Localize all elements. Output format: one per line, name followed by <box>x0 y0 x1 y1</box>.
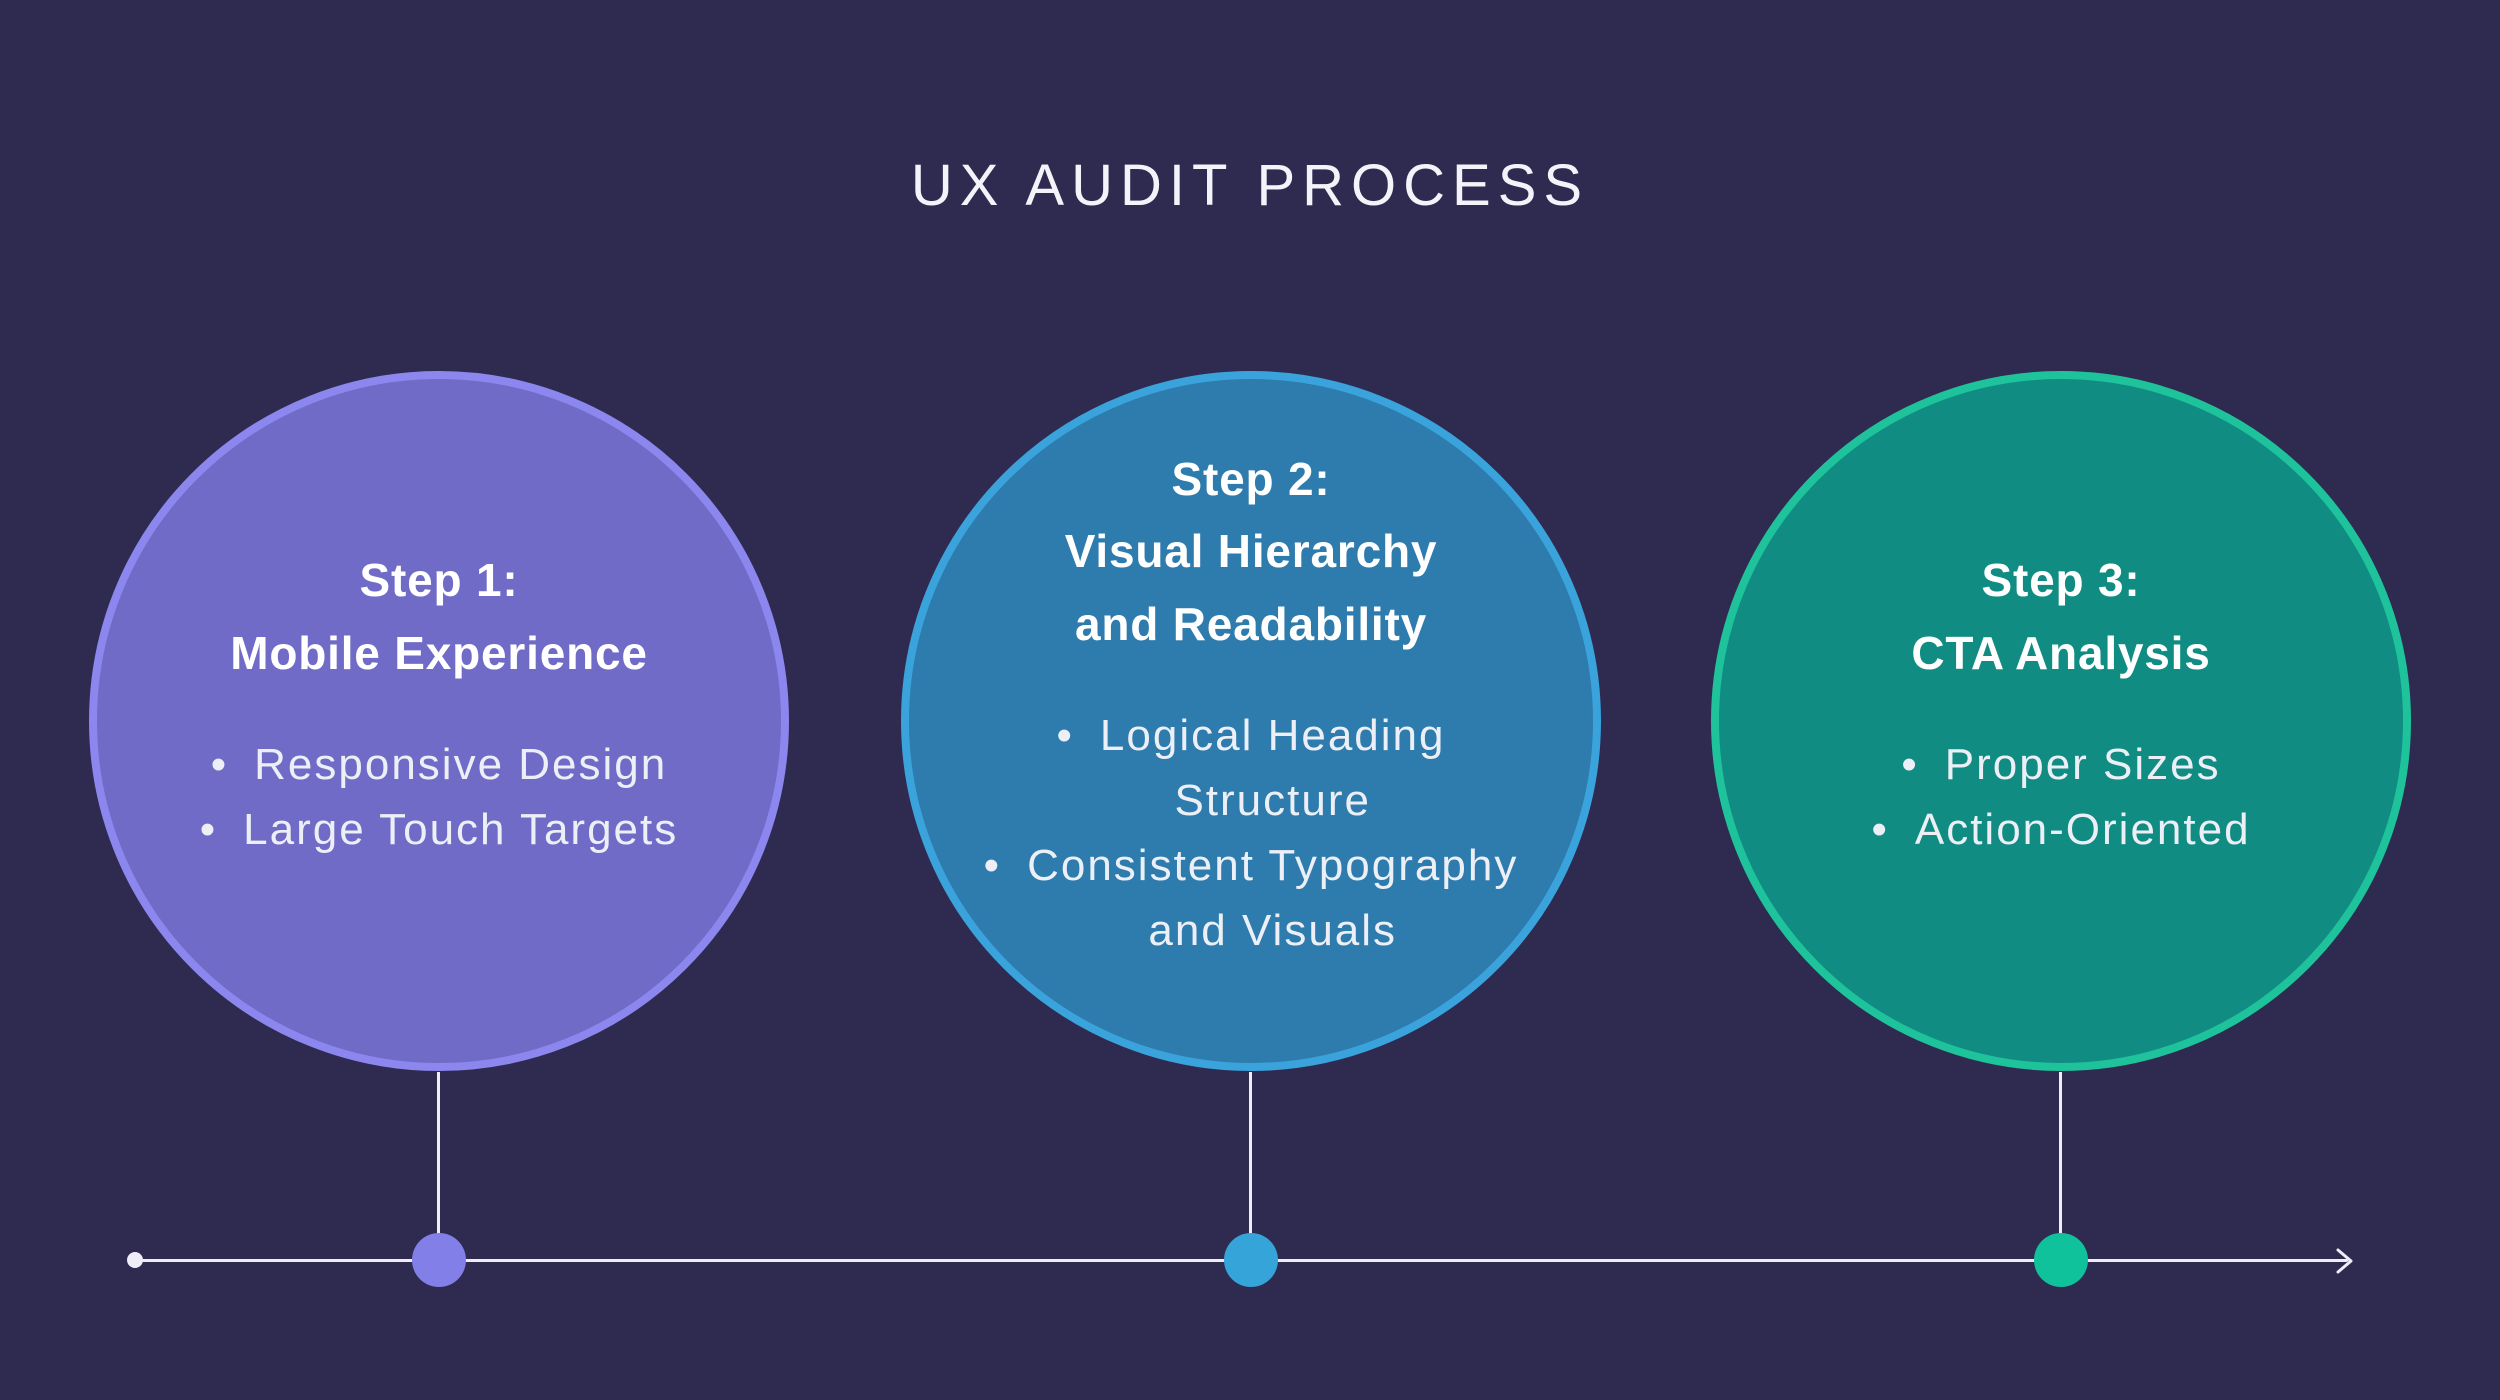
step-1-heading: Step 1: Mobile Experience <box>230 554 648 679</box>
bullet-text: Responsive Design <box>254 739 668 789</box>
bullet-dot-icon: • <box>983 841 1002 890</box>
bullet-text: Action-Oriented <box>1914 804 2251 854</box>
step-2-connector-line <box>1249 1072 1252 1262</box>
bullet-item: • Logical Heading Structure <box>984 703 1519 833</box>
step-1-connector-line <box>437 1072 440 1262</box>
bullet-dot-icon: • <box>1056 710 1074 760</box>
arrow-right-icon <box>2334 1246 2356 1281</box>
bullet-text: Proper Sizes <box>1944 739 2221 789</box>
page-title: UX AUDIT PROCESS <box>910 153 1590 218</box>
bullet-dot-icon: • <box>1871 804 1889 854</box>
bullet-item: • Proper Sizes <box>1871 732 2250 797</box>
step-2-bullet-list: • Logical Heading Structure • Consistent… <box>984 703 1519 963</box>
bullet-item: • Action-Oriented <box>1871 797 2250 862</box>
step-2-timeline-dot <box>1224 1233 1278 1287</box>
bullet-text: Consistent Typography and Visuals <box>1027 841 1519 956</box>
bullet-item: • Responsive Design <box>200 732 679 797</box>
bullet-text: Logical Heading Structure <box>1099 710 1446 825</box>
step-2-heading: Step 2: Visual Hierarchy and Readability <box>1064 452 1438 651</box>
step-3-connector-line <box>2059 1072 2062 1262</box>
bullet-text: Large Touch Targets <box>243 804 679 854</box>
step-1-circle: Step 1: Mobile Experience • Responsive D… <box>89 371 789 1071</box>
step-3-timeline-dot <box>2034 1233 2088 1287</box>
step-2-circle: Step 2: Visual Hierarchy and Readability… <box>901 371 1601 1071</box>
step-3-bullet-list: • Proper Sizes • Action-Oriented <box>1871 732 2250 862</box>
step-3-heading: Step 3: CTA Analysis <box>1911 554 2211 679</box>
step-1-bullet-list: • Responsive Design • Large Touch Target… <box>200 732 679 862</box>
bullet-dot-icon: • <box>1901 739 1919 789</box>
step-3-circle: Step 3: CTA Analysis • Proper Sizes • Ac… <box>1711 371 2411 1071</box>
bullet-item: • Consistent Typography and Visuals <box>984 833 1519 963</box>
bullet-dot-icon: • <box>210 739 229 789</box>
bullet-dot-icon: • <box>199 804 218 854</box>
bullet-item: • Large Touch Targets <box>200 797 679 862</box>
step-1-timeline-dot <box>412 1233 466 1287</box>
timeline-start-dot <box>127 1252 143 1268</box>
